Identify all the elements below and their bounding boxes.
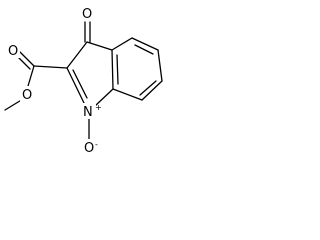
bond-c2-n1-double xyxy=(72,69,88,99)
bond-benzene-c7a-c3a xyxy=(111,49,114,90)
bond-c2-ester-carbon xyxy=(33,65,68,69)
bond-benzene-inner-2 xyxy=(139,80,157,96)
bond-benzene-c6-c7 xyxy=(141,80,163,101)
atom-label-ester-ether-oxygen: O xyxy=(22,88,32,103)
atom-label-ketone-oxygen: O xyxy=(82,7,92,22)
bond-benzene-c3a-c4 xyxy=(111,37,133,51)
bond-benzene-c7-c7a xyxy=(112,88,143,101)
bond-n1-c7a xyxy=(94,88,114,107)
bond-ester-c-o-carbonyl-a xyxy=(19,51,35,67)
atom-label-n-oxide-oxygen: O xyxy=(84,141,94,156)
atom-label-ester-carbonyl-oxygen: O xyxy=(8,44,18,59)
bond-c2-n1 xyxy=(66,67,85,104)
molecule-drawing: O O O N + O - xyxy=(4,5,163,156)
bond-ester-c-o-ether xyxy=(27,65,35,87)
charge-label-oxygen-minus: - xyxy=(95,140,98,149)
bond-benzene-c5-c6 xyxy=(157,49,163,82)
bond-benzene-c4-c5 xyxy=(131,37,159,51)
bond-benzene-inner-3 xyxy=(116,54,119,85)
bond-c3a-c3 xyxy=(86,41,113,51)
structure-canvas: O O O N + O - xyxy=(0,0,202,157)
atom-label-ring-nitrogen: N xyxy=(83,105,93,120)
bond-c3-c2 xyxy=(66,41,88,69)
charge-label-nitrogen-plus: + xyxy=(95,103,102,112)
bond-benzene-inner-1 xyxy=(134,44,154,55)
